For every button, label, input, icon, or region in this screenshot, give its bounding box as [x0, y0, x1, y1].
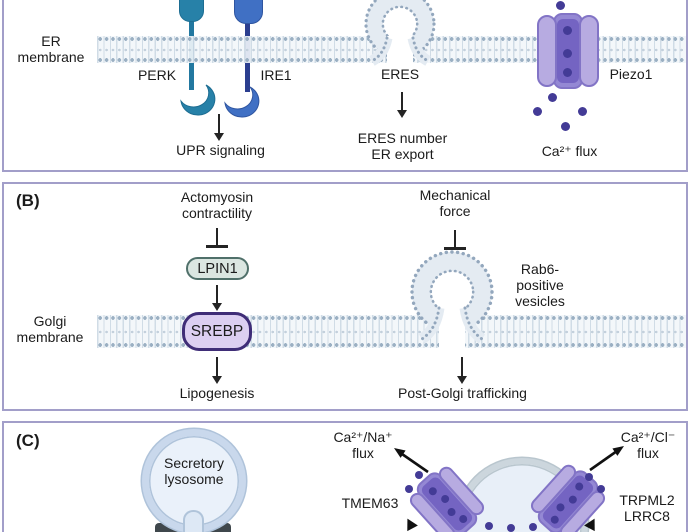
- right-flux-arrow: [589, 446, 624, 472]
- ion-dot: [485, 522, 493, 530]
- lipogenesis-label: Lipogenesis: [179, 385, 255, 401]
- ion-dot: [597, 485, 605, 493]
- panel-b-box: [2, 182, 688, 411]
- ion-dot: [563, 68, 572, 77]
- piezo1-blade-right: [579, 15, 599, 87]
- post-golgi-arrow: [456, 357, 467, 384]
- piezo1-blade-left: [537, 15, 557, 87]
- perk-kinase-crescent: [180, 84, 216, 116]
- piezo1-channel: [537, 13, 599, 89]
- post-golgi-label: Post-Golgi trafficking: [398, 385, 527, 401]
- lpin1-pill: LPIN1: [186, 257, 249, 280]
- ion-dot: [405, 485, 413, 493]
- piezo1-label: Piezo1: [609, 66, 653, 82]
- rab6-vesicle-bud: [410, 250, 494, 348]
- srebp-pill: SREBP: [182, 312, 252, 351]
- upr-arrow: [213, 114, 224, 141]
- panel-b-tag: (B): [16, 191, 40, 210]
- tmem63-label: TMEM63: [341, 495, 399, 511]
- mechanical-force-label: Mechanical force: [419, 187, 491, 220]
- ion-dot: [585, 473, 593, 481]
- ion-dot: [529, 523, 537, 531]
- ion-dot: [563, 49, 572, 58]
- inhibition-tbar: [444, 230, 466, 250]
- left-flux-label: Ca²⁺/Na⁺ flux: [333, 429, 393, 462]
- inhibition-tbar: [206, 228, 228, 248]
- right-flux-label: Ca²⁺/Cl⁻ flux: [620, 429, 676, 462]
- eres-label: ERES: [380, 66, 420, 82]
- ion-dot: [533, 107, 542, 116]
- ion-dot: [415, 471, 423, 479]
- ire1-label: IRE1: [260, 67, 292, 83]
- ire1-receptor: [234, 0, 263, 24]
- trpml2-lrrc8-label: TRPML2 LRRC8: [619, 492, 675, 525]
- lipogenesis-arrow: [211, 357, 222, 384]
- ion-dot: [556, 1, 565, 10]
- lysosome-fusion-tube: [183, 510, 204, 532]
- ion-dot: [563, 26, 572, 35]
- ion-dot: [578, 107, 587, 116]
- eres-arrow: [396, 92, 407, 118]
- left-flux-arrow: [394, 448, 429, 474]
- eres-outcome-label: ERES number ER export: [357, 130, 448, 163]
- panel-c-tag: (C): [16, 431, 40, 450]
- golgi-membrane-label: Golgi membrane: [16, 313, 84, 346]
- ion-dot: [548, 93, 557, 102]
- rab6-label: Rab6- positive vesicles: [515, 261, 565, 310]
- ca-flux-label: Ca²⁺ flux: [541, 143, 598, 159]
- actomyosin-label: Actomyosin contractility: [180, 189, 254, 222]
- perk-label: PERK: [137, 67, 177, 83]
- secretory-lysosome-label: Secretory lysosome: [164, 455, 224, 488]
- upr-label: UPR signaling: [176, 142, 265, 158]
- ion-dot: [561, 122, 570, 131]
- er-membrane-label: ER membrane: [17, 33, 85, 66]
- eres-bud: [364, 0, 436, 66]
- lpin1-srebp-arrow: [211, 285, 222, 311]
- ire1-rnase-crescent: [224, 86, 260, 118]
- perk-receptor: [179, 0, 204, 22]
- ion-dot: [507, 524, 515, 532]
